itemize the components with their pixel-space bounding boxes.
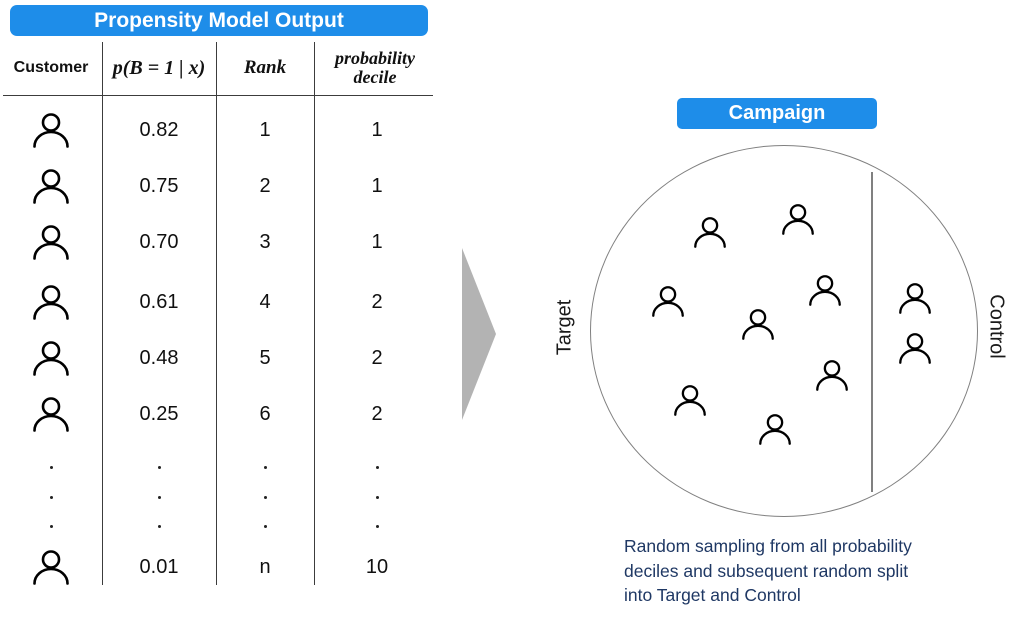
caption-line: Random sampling from all probability	[624, 536, 912, 556]
ellipsis-dot	[376, 525, 379, 528]
person-icon	[740, 308, 776, 341]
cell-decile: 2	[371, 402, 383, 425]
table-row: 0.48 5 2	[0, 330, 440, 386]
campaign-title: Campaign	[728, 102, 826, 124]
campaign-circle	[590, 145, 978, 517]
person-icon	[897, 282, 933, 315]
cell-probability: 0.70	[139, 230, 179, 253]
cell-customer	[0, 158, 102, 214]
cell-rank: 1	[259, 118, 271, 141]
ellipsis-dot	[158, 525, 161, 528]
control-label: Control	[985, 294, 1008, 359]
cell-decile: 2	[371, 290, 383, 313]
caption: Random sampling from all probability dec…	[624, 534, 912, 608]
person-icon	[31, 224, 71, 261]
person-icon	[31, 112, 71, 149]
target-control-divider	[871, 172, 873, 492]
right-arrow-icon	[462, 248, 496, 420]
cell-customer	[0, 330, 102, 386]
cell-probability: 0.01	[139, 555, 179, 578]
cell-probability: 0.61	[139, 290, 179, 313]
campaign-title-banner: Campaign	[677, 98, 877, 129]
cell-decile: 1	[371, 174, 383, 197]
cell-decile: 1	[371, 230, 383, 253]
ellipsis-dot	[264, 525, 267, 528]
person-icon	[780, 203, 816, 236]
person-icon	[31, 168, 71, 205]
table-column-divider	[102, 42, 103, 585]
person-icon	[31, 549, 71, 586]
propensity-title: Propensity Model Output	[94, 8, 344, 32]
column-header-decile-line1: probability	[335, 47, 415, 68]
column-header-probability: p(B = 1 | x)	[112, 56, 206, 79]
ellipsis-dot	[50, 525, 53, 528]
cell-rank: 4	[259, 290, 271, 313]
ellipsis-dot	[376, 496, 379, 499]
cell-decile: 1	[371, 118, 383, 141]
column-header-rank: Rank	[243, 57, 287, 78]
table-row: 0.82 1 1	[0, 102, 440, 158]
person-icon	[692, 216, 728, 249]
target-label: Target	[553, 299, 576, 356]
person-icon	[31, 340, 71, 377]
caption-line: deciles and subsequent random split	[624, 560, 909, 581]
ellipsis-dot	[158, 496, 161, 499]
person-icon	[31, 284, 71, 321]
ellipsis-dot	[158, 466, 161, 469]
ellipsis-dot	[50, 466, 53, 469]
cell-customer	[0, 214, 102, 270]
cell-probability: 0.25	[139, 402, 179, 425]
person-icon	[814, 359, 850, 392]
person-icon	[650, 285, 686, 318]
cell-probability: 0.75	[139, 174, 179, 197]
cell-rank: 2	[259, 174, 271, 197]
cell-rank: 3	[259, 230, 271, 253]
table-row: 0.01 n 10	[0, 539, 440, 595]
cell-decile: 2	[371, 346, 383, 369]
person-icon	[672, 384, 708, 417]
ellipsis-dot	[376, 466, 379, 469]
cell-rank: 6	[259, 402, 271, 425]
table-row: 0.70 3 1	[0, 214, 440, 270]
ellipsis-dot	[50, 496, 53, 499]
propensity-title-banner: Propensity Model Output	[10, 5, 428, 36]
table-header-rule	[3, 95, 433, 96]
column-header-probability-decile: probability decile	[314, 42, 436, 94]
table-row: 0.25 6 2	[0, 386, 440, 442]
cell-probability: 0.82	[139, 118, 179, 141]
person-icon	[897, 332, 933, 365]
cell-customer	[0, 386, 102, 442]
cell-customer	[0, 274, 102, 330]
cell-rank: 5	[259, 346, 271, 369]
cell-customer	[0, 539, 102, 595]
column-header-decile-line2: decile	[353, 67, 397, 87]
table-row: 0.75 2 1	[0, 158, 440, 214]
cell-decile: 10	[365, 555, 389, 578]
cell-customer	[0, 102, 102, 158]
column-header-customer: Customer	[13, 59, 89, 76]
person-icon	[757, 413, 793, 446]
table-row: 0.61 4 2	[0, 274, 440, 330]
table-column-divider	[314, 42, 315, 585]
ellipsis-dot	[264, 496, 267, 499]
ellipsis-dot	[264, 466, 267, 469]
cell-probability: 0.48	[139, 346, 179, 369]
person-icon	[807, 274, 843, 307]
table-column-divider	[216, 42, 217, 585]
caption-line: into Target and Control	[624, 585, 801, 605]
person-icon	[31, 396, 71, 433]
cell-rank: n	[259, 555, 271, 578]
